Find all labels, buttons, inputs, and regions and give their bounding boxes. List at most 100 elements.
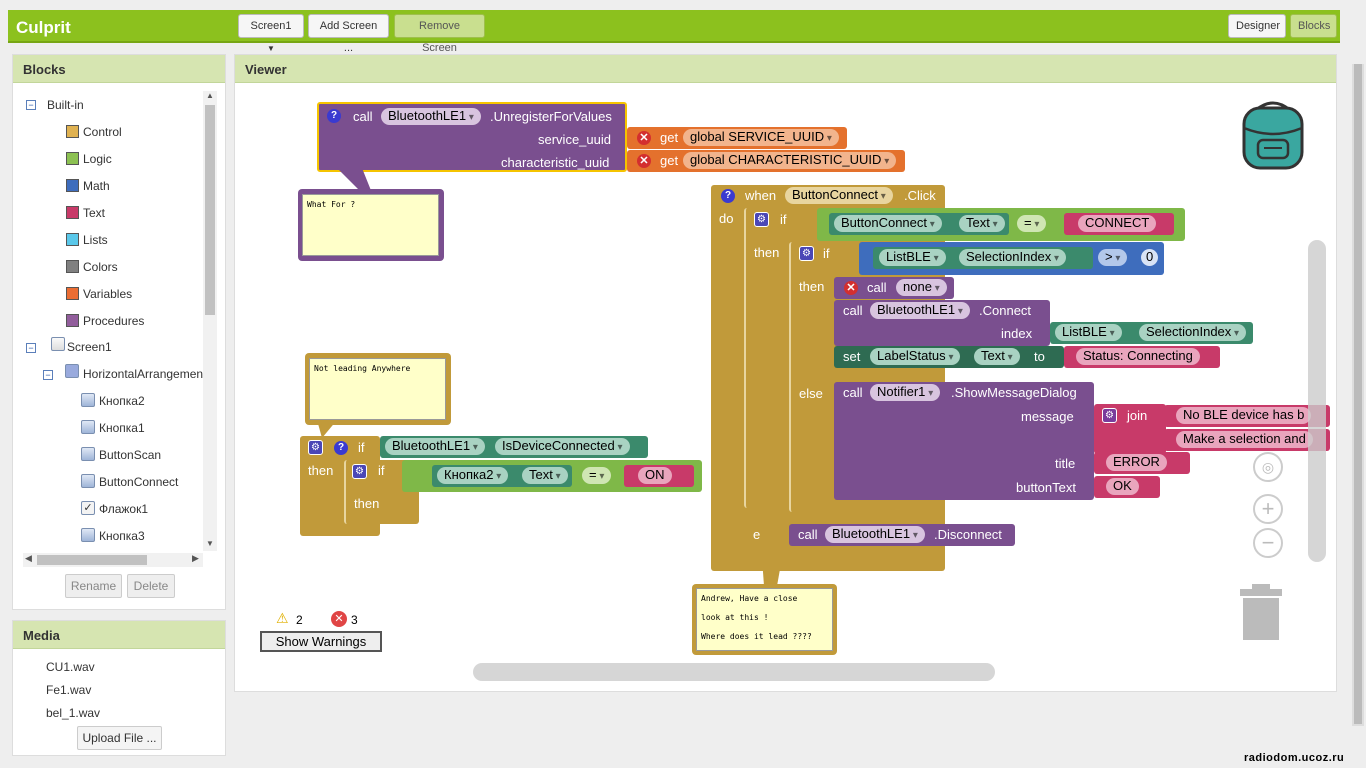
- show-warnings-button[interactable]: Show Warnings: [260, 631, 382, 652]
- error-icon[interactable]: ✕: [844, 281, 858, 295]
- tree-item-component[interactable]: ButtonConnect: [99, 475, 179, 489]
- tree-item-arrangement[interactable]: HorizontalArrangemen: [83, 367, 204, 381]
- comment-bubble[interactable]: Andrew, Have a close look at this ! Wher…: [692, 584, 837, 655]
- component-field[interactable]: Notifier1: [870, 384, 941, 401]
- comment-icon[interactable]: ?: [327, 109, 341, 123]
- component-property-block[interactable]: ButtonConnect Text: [829, 213, 1009, 235]
- tree-vscroll[interactable]: ▲ ▼: [203, 91, 217, 551]
- variable-field[interactable]: global CHARACTERISTIC_UUID: [683, 152, 897, 169]
- delete-button[interactable]: Delete: [127, 574, 175, 598]
- collapse-icon[interactable]: −: [26, 343, 36, 353]
- component-field[interactable]: BluetoothLE1: [381, 108, 481, 125]
- tree-item-screen1[interactable]: Screen1: [67, 340, 112, 354]
- comment-icon[interactable]: ?: [721, 189, 735, 203]
- gear-icon[interactable]: ⚙: [799, 246, 814, 261]
- tree-hscroll[interactable]: ◀ ▶: [23, 553, 203, 567]
- join-block[interactable]: ⚙ join: [1094, 404, 1166, 454]
- comment-icon[interactable]: ?: [334, 441, 348, 455]
- blocks-button[interactable]: Blocks: [1290, 14, 1337, 38]
- upload-file-button[interactable]: Upload File ...: [77, 726, 162, 750]
- error-icon[interactable]: ✕: [637, 154, 651, 168]
- collapse-icon[interactable]: −: [26, 100, 36, 110]
- component-field[interactable]: Кнопка2: [437, 467, 509, 484]
- property-field[interactable]: SelectionIndex: [1139, 324, 1247, 341]
- text-block[interactable]: Make a selection and: [1164, 429, 1330, 451]
- component-field[interactable]: BluetoothLE1: [825, 526, 925, 543]
- screen-select-dropdown[interactable]: Screen1 ▼: [238, 14, 304, 53]
- tree-item-component[interactable]: Кнопка3: [99, 529, 145, 543]
- comment-text[interactable]: Andrew, Have a close look at this ! Wher…: [696, 588, 833, 651]
- text-block[interactable]: ERROR: [1094, 452, 1190, 474]
- text-block[interactable]: No BLE device has b: [1164, 405, 1330, 427]
- comment-bubble[interactable]: Not leading Anywhere: [305, 353, 451, 425]
- tree-item-colors[interactable]: Colors: [83, 260, 118, 274]
- backpack-icon[interactable]: [1238, 100, 1308, 172]
- variable-field[interactable]: global SERVICE_UUID: [683, 129, 839, 146]
- text-field[interactable]: No BLE device has b: [1176, 407, 1312, 424]
- text-block[interactable]: CONNECT: [1064, 213, 1174, 235]
- property-field[interactable]: Text: [959, 215, 1005, 232]
- trash-icon[interactable]: [1238, 582, 1284, 642]
- component-field[interactable]: BluetoothLE1: [870, 302, 970, 319]
- component-field[interactable]: ListBLE: [879, 249, 946, 266]
- component-property-block[interactable]: ListBLE SelectionIndex: [873, 247, 1093, 269]
- comment-bubble[interactable]: What For ?: [298, 189, 444, 261]
- tree-item-component[interactable]: Флажок1: [99, 502, 149, 516]
- zoom-out-icon[interactable]: −: [1253, 528, 1283, 558]
- bluetooth-disconnect-block[interactable]: call BluetoothLE1 .Disconnect: [789, 524, 1015, 546]
- component-property-block[interactable]: ListBLE SelectionIndex: [1050, 322, 1253, 344]
- unregister-for-values-block[interactable]: ? call BluetoothLE1 .UnregisterForValues…: [317, 102, 627, 172]
- error-icon[interactable]: ✕: [637, 131, 651, 145]
- tree-item-component[interactable]: ButtonScan: [99, 448, 162, 462]
- procedure-field[interactable]: none: [896, 279, 947, 296]
- text-field[interactable]: Status: Connecting: [1076, 348, 1200, 365]
- property-field[interactable]: Text: [974, 348, 1020, 365]
- show-message-dialog-block[interactable]: call Notifier1 .ShowMessageDialog messag…: [834, 382, 1094, 500]
- get-variable-block[interactable]: ✕ get global CHARACTERISTIC_UUID: [627, 150, 905, 172]
- remove-screen-button[interactable]: Remove Screen: [394, 14, 485, 54]
- tree-item-math[interactable]: Math: [83, 179, 110, 193]
- compare-block[interactable]: Кнопка2 Text = ON: [402, 460, 702, 492]
- component-field[interactable]: ListBLE: [1055, 324, 1122, 341]
- gear-icon[interactable]: ⚙: [308, 440, 323, 455]
- component-field[interactable]: BluetoothLE1: [385, 438, 485, 455]
- rename-button[interactable]: Rename: [65, 574, 122, 598]
- text-field[interactable]: ERROR: [1106, 454, 1167, 471]
- compare-block[interactable]: ButtonConnect Text = CONNECT: [817, 208, 1185, 241]
- media-file[interactable]: bel_1.wav: [46, 706, 101, 720]
- is-device-connected-block[interactable]: BluetoothLE1 IsDeviceConnected: [380, 436, 648, 458]
- tree-item-builtin[interactable]: Built-in: [47, 98, 84, 112]
- call-procedure-block[interactable]: ✕ call none: [834, 277, 954, 299]
- set-property-block[interactable]: set LabelStatus Text to: [834, 346, 1064, 368]
- text-field[interactable]: OK: [1106, 478, 1139, 495]
- gear-icon[interactable]: ⚙: [1102, 408, 1117, 423]
- text-field[interactable]: Make a selection and: [1176, 431, 1313, 448]
- comment-text[interactable]: What For ?: [302, 194, 439, 256]
- zoom-in-icon[interactable]: +: [1253, 494, 1283, 524]
- property-field[interactable]: SelectionIndex: [959, 249, 1067, 266]
- operator-field[interactable]: =: [582, 467, 612, 484]
- text-block[interactable]: Status: Connecting: [1064, 346, 1220, 368]
- workspace-vscroll[interactable]: [1308, 240, 1326, 562]
- tree-item-component[interactable]: Кнопка1: [99, 421, 145, 435]
- comment-text[interactable]: Not leading Anywhere: [309, 358, 446, 420]
- add-screen-button[interactable]: Add Screen ...: [308, 14, 389, 54]
- property-field[interactable]: Text: [522, 467, 568, 484]
- operator-field[interactable]: =: [1017, 215, 1047, 232]
- blocks-workspace[interactable]: ? call BluetoothLE1 .UnregisterForValues…: [242, 88, 1330, 686]
- collapse-icon[interactable]: −: [43, 370, 53, 380]
- text-block[interactable]: ON: [624, 465, 694, 487]
- tree-item-control[interactable]: Control: [83, 125, 122, 139]
- tree-item-procedures[interactable]: Procedures: [83, 314, 145, 328]
- text-field[interactable]: CONNECT: [1078, 215, 1157, 232]
- media-file[interactable]: Fe1.wav: [46, 683, 92, 697]
- tree-item-text[interactable]: Text: [83, 206, 106, 220]
- operator-field[interactable]: >: [1098, 249, 1128, 266]
- tree-item-lists[interactable]: Lists: [83, 233, 108, 247]
- recenter-icon[interactable]: ◎: [1253, 452, 1283, 482]
- bluetooth-connect-block[interactable]: call BluetoothLE1 .Connect index: [834, 300, 1050, 346]
- math-compare-block[interactable]: ListBLE SelectionIndex > 0: [859, 242, 1164, 275]
- gear-icon[interactable]: ⚙: [754, 212, 769, 227]
- component-property-block[interactable]: Кнопка2 Text: [432, 465, 572, 487]
- tree-item-component[interactable]: Кнопка2: [99, 394, 145, 408]
